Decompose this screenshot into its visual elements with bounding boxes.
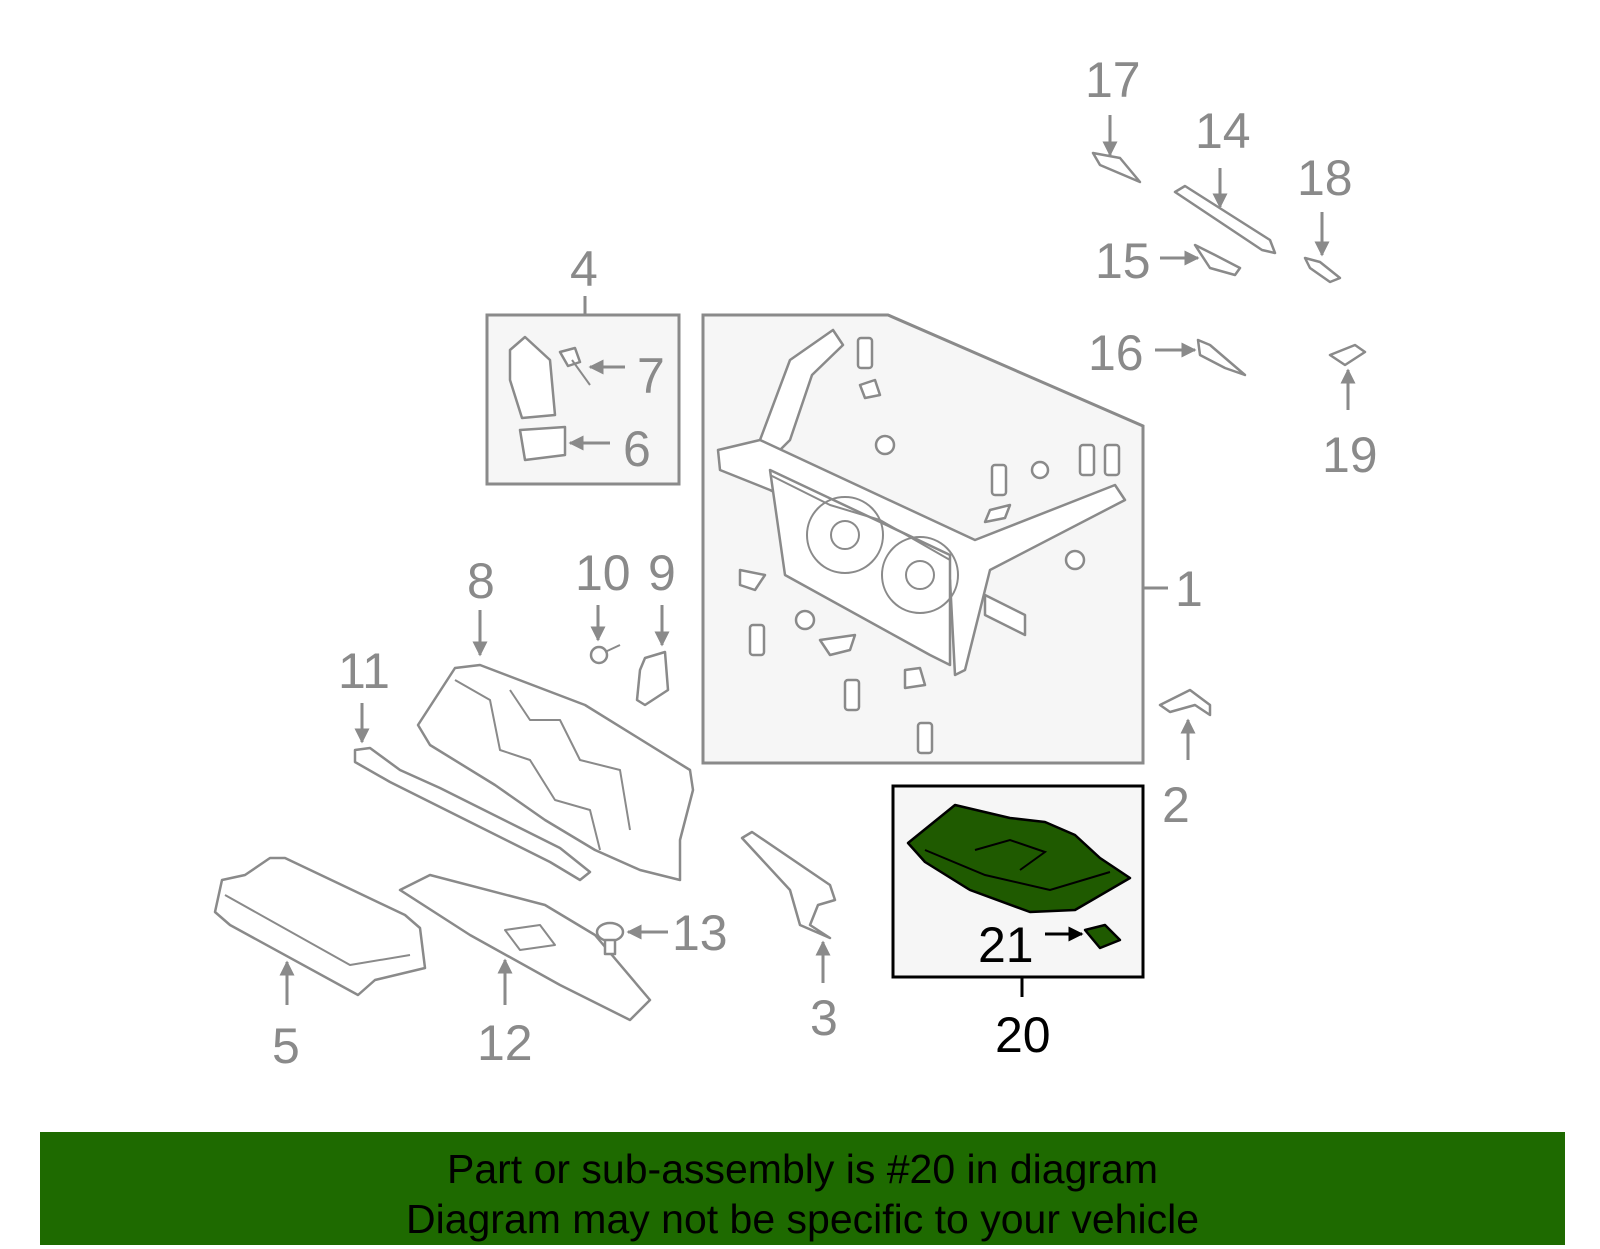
part-8-group: 8 [416, 553, 695, 882]
callout-2: 2 [1162, 777, 1190, 833]
callout-7: 7 [637, 348, 665, 404]
callout-8: 8 [467, 553, 495, 609]
banner-line-1: Part or sub-assembly is #20 in diagram [447, 1146, 1158, 1192]
splash-shield-part[interactable] [906, 803, 1132, 914]
callout-20: 20 [995, 1007, 1051, 1063]
callout-19: 19 [1322, 427, 1378, 483]
part-13-group: 13 [595, 905, 728, 961]
banner-line-2: Diagram may not be specific to your vehi… [405, 1196, 1199, 1242]
callout-10: 10 [575, 545, 631, 601]
fastener-set [738, 336, 1121, 755]
callout-16: 16 [1088, 325, 1144, 381]
callout-5: 5 [272, 1018, 300, 1074]
callout-18: 18 [1297, 150, 1353, 206]
part-9-10-group: 9 10 [575, 545, 676, 707]
callout-14: 14 [1195, 103, 1251, 159]
info-banner: Part or sub-assembly is #20 in diagram D… [40, 1132, 1565, 1245]
callout-17: 17 [1085, 52, 1141, 108]
callout-15: 15 [1095, 233, 1151, 289]
callout-6: 6 [623, 421, 651, 477]
callout-9: 9 [648, 545, 676, 601]
callout-11: 11 [338, 643, 390, 699]
part-2-group: 2 [1158, 688, 1212, 833]
retainer-part[interactable] [1083, 923, 1122, 950]
callout-13: 13 [672, 905, 728, 961]
bracket-kit-group: 4 7 6 [485, 241, 681, 486]
part-11-group: 11 [338, 643, 592, 882]
radiator-support-group: 1 [701, 313, 1203, 765]
callout-12: 12 [477, 1015, 533, 1071]
part-5-group: 5 [213, 856, 427, 1074]
callout-4: 4 [570, 241, 598, 297]
splash-shield-group: 21 20 [891, 784, 1145, 1063]
callout-21: 21 [978, 917, 1034, 973]
part-12-group: 12 [398, 873, 652, 1071]
part-3-group: 3 [740, 830, 838, 1046]
callout-1: 1 [1175, 561, 1203, 617]
callout-3: 3 [810, 990, 838, 1046]
upper-right-parts-group: 17 14 18 15 16 19 [1085, 52, 1378, 483]
radiator-support-part [716, 328, 1127, 677]
